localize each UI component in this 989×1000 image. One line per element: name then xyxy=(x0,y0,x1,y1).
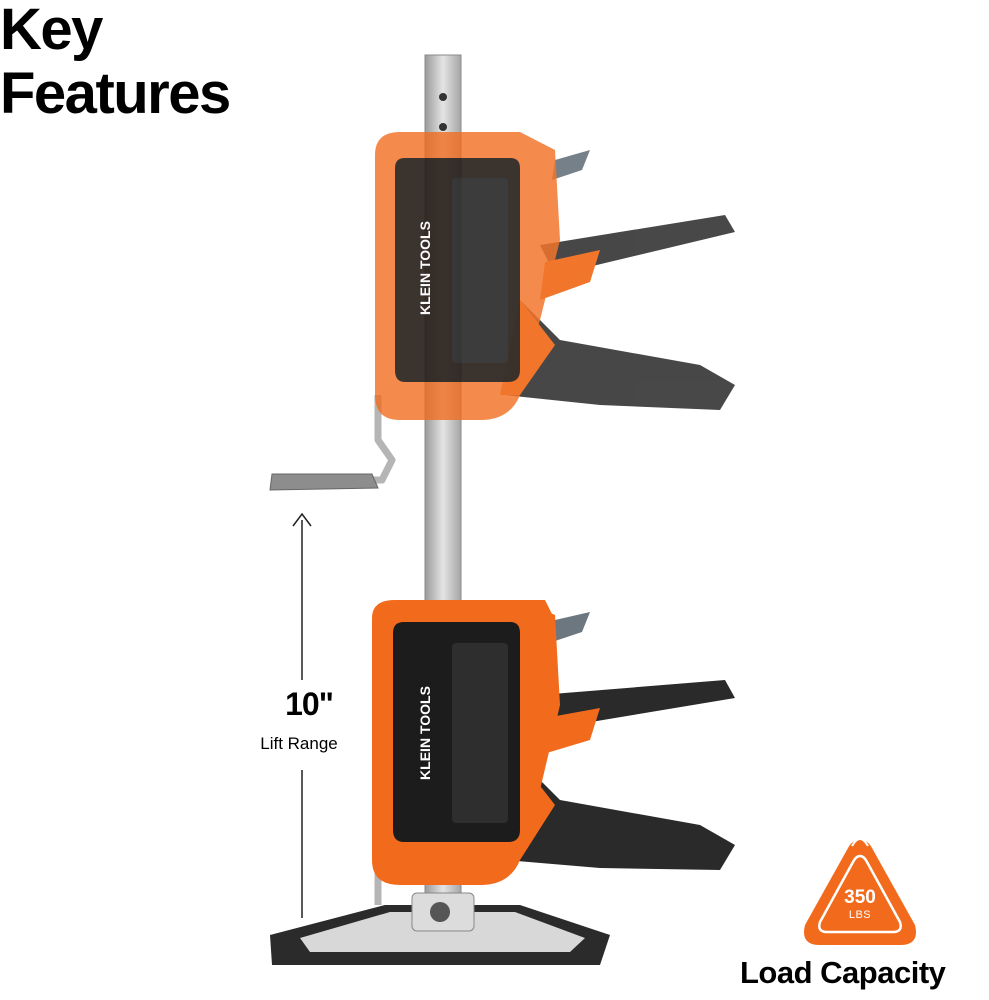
upper-clamp: KLEIN TOOLS xyxy=(375,132,735,420)
load-capacity-label: Load Capacity xyxy=(740,955,946,990)
lift-range-arrow xyxy=(292,512,312,918)
title-line-1: Key xyxy=(0,0,103,62)
base-plate xyxy=(270,892,610,965)
lift-range-value: 10" xyxy=(285,686,334,722)
load-capacity-badge xyxy=(804,838,916,945)
title-line-2: Features xyxy=(0,61,231,126)
brand-logo: KLEIN TOOLS xyxy=(417,221,433,315)
lift-range-label: Lift Range xyxy=(260,734,338,753)
lower-clamp: KLEIN TOOLS xyxy=(372,600,735,885)
page-title: Key Features xyxy=(0,0,280,126)
load-capacity-value: 350 xyxy=(844,887,876,908)
brand-logo: KLEIN TOOLS xyxy=(417,686,433,780)
load-capacity-unit: LBS xyxy=(848,909,872,921)
